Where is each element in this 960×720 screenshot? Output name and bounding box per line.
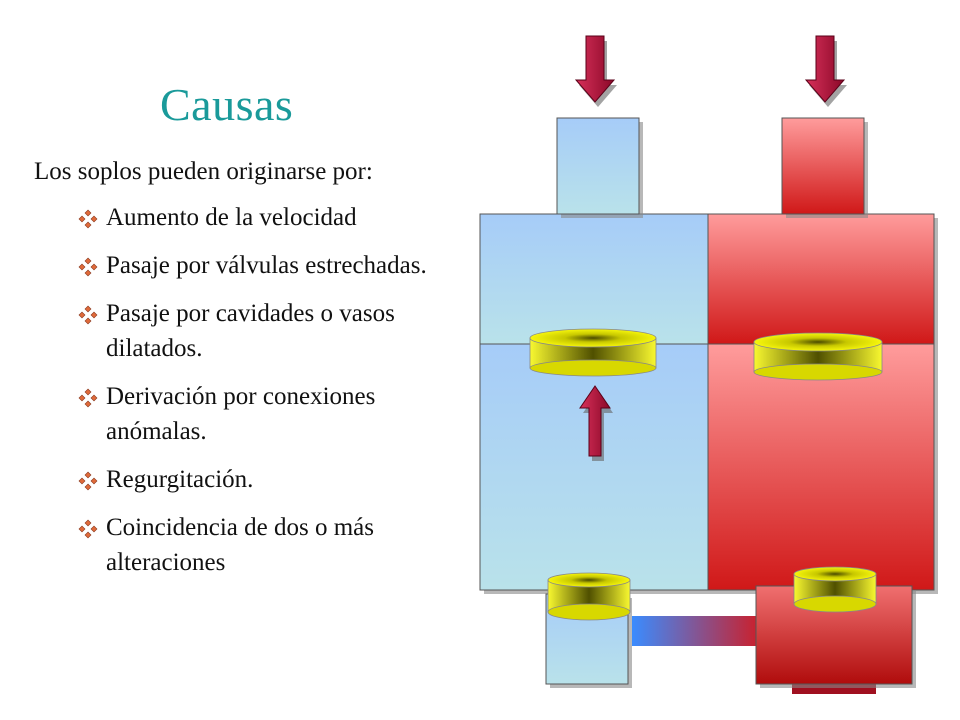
mitral-valve bbox=[753, 332, 883, 381]
diamond-bullet-icon bbox=[78, 209, 98, 229]
tricuspid-valve bbox=[529, 328, 657, 377]
shunt-connection bbox=[632, 616, 760, 646]
aortic-valve bbox=[793, 566, 877, 613]
pulmonary-valve bbox=[547, 572, 631, 621]
regurgitation-arrow-icon bbox=[579, 385, 613, 461]
diamond-bullet-icon bbox=[78, 305, 98, 325]
list-item-text: Pasaje por válvulas estrechadas. bbox=[106, 252, 427, 279]
list-item: Regurgitación. bbox=[78, 462, 458, 497]
slide-title: Causas bbox=[160, 79, 294, 130]
left-ventricle bbox=[707, 343, 938, 594]
list-item: Derivación por conexiones anómalas. bbox=[78, 379, 458, 449]
list-item-text: Coincidencia de dos o más alteraciones bbox=[106, 514, 374, 576]
list-item-text: Pasaje por cavidades o vasos dilatados. bbox=[106, 300, 395, 362]
diamond-bullet-icon bbox=[78, 471, 98, 491]
list-item: Pasaje por cavidades o vasos dilatados. bbox=[78, 296, 458, 366]
intro-text: Los soplos pueden originarse por: bbox=[34, 158, 373, 185]
right-atrium bbox=[479, 213, 712, 348]
list-item-text: Derivación por conexiones anómalas. bbox=[106, 383, 376, 445]
diamond-bullet-icon bbox=[78, 519, 98, 539]
cause-list: Aumento de la velocidad Pasaje por válvu… bbox=[78, 200, 458, 593]
inflow-arrow-arterial-icon bbox=[804, 35, 847, 107]
list-item: Pasaje por válvulas estrechadas. bbox=[78, 248, 458, 283]
vena-cava bbox=[556, 117, 643, 218]
left-atrium bbox=[707, 213, 938, 348]
list-item: Coincidencia de dos o más alteraciones bbox=[78, 510, 458, 580]
pulmonary-vein bbox=[781, 117, 868, 218]
diamond-bullet-icon bbox=[78, 388, 98, 408]
list-item-text: Aumento de la velocidad bbox=[106, 204, 357, 231]
inflow-arrow-venous-icon bbox=[574, 35, 617, 107]
list-item-text: Regurgitación. bbox=[106, 466, 254, 493]
diamond-bullet-icon bbox=[78, 257, 98, 277]
right-ventricle bbox=[479, 343, 712, 594]
list-item: Aumento de la velocidad bbox=[78, 200, 458, 235]
